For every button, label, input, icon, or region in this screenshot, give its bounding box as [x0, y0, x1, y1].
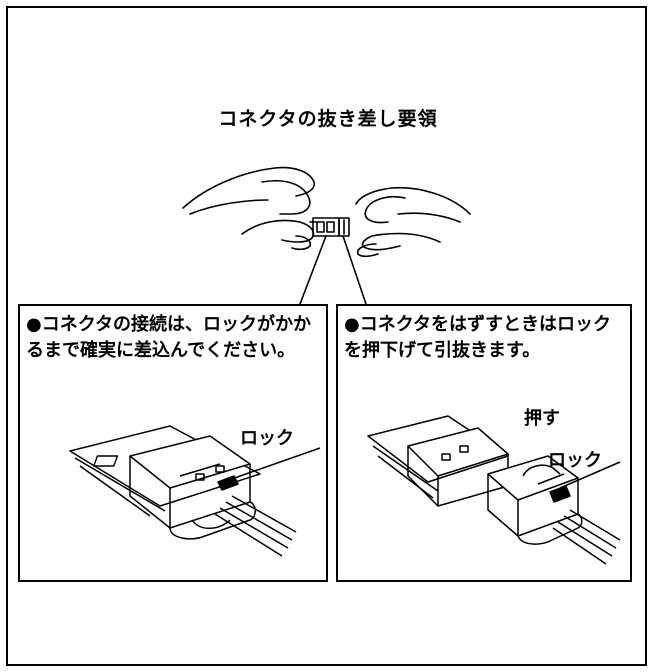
lock-label-right: ロック — [548, 450, 602, 471]
connector-release-illustration — [367, 415, 621, 565]
diagram-title: コネクタの抜き差し要領 — [218, 108, 438, 130]
connect-instruction-text: ●コネクタの接続は、ロックがかかるまで確実に差込んでください。 — [26, 314, 311, 361]
connector-connected-illustration — [69, 425, 321, 557]
lock-label-left: ロック — [240, 428, 294, 449]
disconnect-instruction-text: ●コネクタをはずすときはロックを押下げて引抜きます。 — [344, 314, 611, 361]
outer-frame — [6, 6, 647, 666]
disconnect-instruction-panel: ●コネクタをはずすときはロックを押下げて引抜きます。 — [336, 304, 632, 582]
push-label: 押す — [524, 408, 560, 429]
connect-instruction-panel: ●コネクタの接続は、ロックがかかるまで確実に差込んでください。 — [18, 304, 328, 582]
